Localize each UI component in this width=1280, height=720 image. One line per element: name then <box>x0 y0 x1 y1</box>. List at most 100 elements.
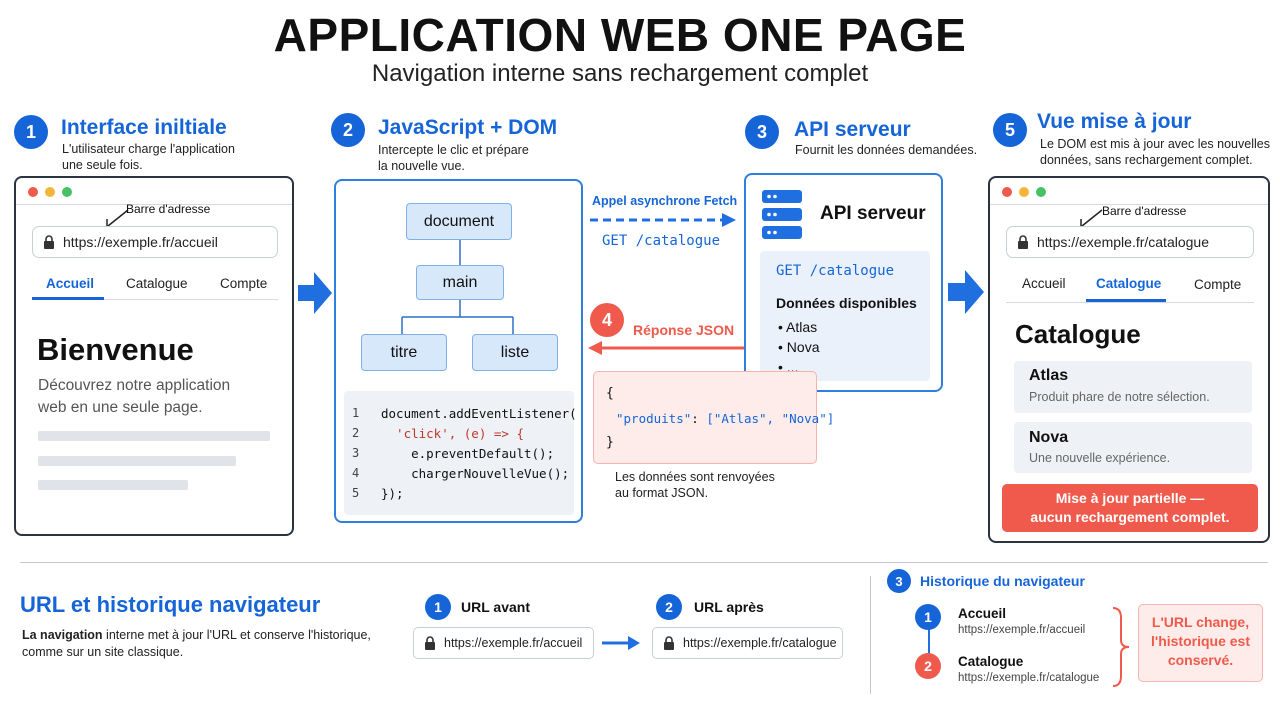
address-bar-url: https://exemple.fr/catalogue <box>1037 234 1209 250</box>
history-entry-number: 1 <box>915 604 941 630</box>
address-bar[interactable]: https://exemple.fr/accueil <box>32 226 278 258</box>
line-number: 2 <box>352 426 360 440</box>
address-bar-label: Barre d'adresse <box>1102 204 1187 218</box>
lock-icon <box>664 636 674 650</box>
api-server-title: API serveur <box>820 203 926 224</box>
url-before-number: 1 <box>425 594 451 620</box>
step-title-1: Interface iniltiale <box>61 116 227 139</box>
product-desc: Une nouvelle expérience. <box>1029 451 1171 465</box>
history-bracket-icon <box>1112 607 1130 687</box>
lock-icon <box>425 636 435 650</box>
code-block: 1 2 3 4 5 document.addEventListener( 'cl… <box>344 391 577 515</box>
line-number: 1 <box>352 406 360 420</box>
flow-arrow-icon <box>948 270 984 314</box>
history-note: L'URL change, l'historique est conservé. <box>1138 604 1263 682</box>
placeholder-line <box>38 456 236 466</box>
fetch-label: Appel asynchrone Fetch <box>592 194 738 208</box>
code-line: chargerNouvelleVue(); <box>381 466 570 481</box>
step-title-5: Vue mise à jour <box>1037 110 1192 133</box>
tab-accueil[interactable]: Accueil <box>46 276 95 291</box>
json-content-line: "produits": ["Atlas", "Nova"] <box>616 411 835 426</box>
lock-icon <box>1018 235 1028 249</box>
step-desc-3: Fournit les données demandées. <box>795 143 978 157</box>
api-data-box: GET /catalogue Données disponibles • Atl… <box>760 251 930 381</box>
window-minimize-dot <box>1019 187 1029 197</box>
tab-catalogue[interactable]: Catalogue <box>126 276 188 291</box>
active-tab-indicator <box>32 297 104 300</box>
tabs-divider <box>1006 302 1254 303</box>
window-maximize-dot <box>62 187 72 197</box>
history-title: Historique du navigateur <box>920 573 1085 589</box>
bottom-section-desc: La navigation interne met à jour l'URL e… <box>22 628 371 659</box>
catalogue-heading: Catalogue <box>1015 319 1141 349</box>
window-close-dot <box>28 187 38 197</box>
api-panel: API serveur GET /catalogue Données dispo… <box>744 173 943 392</box>
address-bar[interactable]: https://exemple.fr/catalogue <box>1006 226 1254 258</box>
window-close-dot <box>1002 187 1012 197</box>
fetch-request: GET /catalogue <box>602 233 721 249</box>
history-entry-url: https://exemple.fr/accueil <box>958 624 1086 636</box>
dom-node-liste: liste <box>472 334 558 371</box>
product-card-atlas[interactable]: Atlas Produit phare de notre sélection. <box>1014 361 1252 413</box>
dom-node-main: main <box>416 265 504 300</box>
step-number-5: 5 <box>993 113 1027 147</box>
active-tab-indicator <box>1086 299 1166 302</box>
titlebar-divider <box>16 204 292 205</box>
line-number: 5 <box>352 486 360 500</box>
server-icon <box>762 190 802 239</box>
tab-catalogue[interactable]: Catalogue <box>1096 276 1162 291</box>
code-line: document.addEventListener( <box>381 406 577 421</box>
dom-node-titre: titre <box>361 334 447 371</box>
browser-window-updated: Barre d'adresse https://exemple.fr/catal… <box>988 176 1270 543</box>
tab-compte[interactable]: Compte <box>1194 277 1242 292</box>
step-number-4: 4 <box>590 303 624 337</box>
product-card-nova[interactable]: Nova Une nouvelle expérience. <box>1014 422 1252 473</box>
page-subtitle: Navigation interne sans rechargement com… <box>371 60 869 87</box>
placeholder-line <box>38 480 188 490</box>
section-divider <box>20 562 1268 563</box>
json-response-box: { "produits": ["Atlas", "Nova"] } <box>593 371 834 464</box>
window-minimize-dot <box>45 187 55 197</box>
request-arrow-icon <box>590 213 736 227</box>
step-number-3: 3 <box>745 115 779 149</box>
address-bar-label: Barre d'adresse <box>126 202 211 216</box>
browser-window-initial: Barre d'adresse https://exemple.fr/accue… <box>14 176 294 536</box>
json-response-label: Réponse JSON <box>633 322 735 338</box>
titlebar-divider <box>990 204 1268 205</box>
flow-arrow-icon <box>298 272 332 314</box>
code-line: 'click', (e) => { <box>381 426 524 441</box>
history-entry-name: Accueil <box>958 606 1007 621</box>
api-data-title: Données disponibles <box>776 295 917 311</box>
step-number-2: 2 <box>331 113 365 147</box>
response-arrow-icon <box>588 341 744 355</box>
url-change-arrow-icon <box>602 636 640 650</box>
code-line: e.preventDefault(); <box>381 446 555 461</box>
bottom-section-title: URL et historique navigateur <box>20 592 321 617</box>
product-name: Nova <box>1029 429 1069 446</box>
address-bar-url: https://exemple.fr/accueil <box>63 234 218 250</box>
url-after-field: https://exemple.fr/catalogue <box>652 627 843 659</box>
url-before-field: https://exemple.fr/accueil <box>413 627 594 659</box>
json-close-brace: } <box>606 435 614 450</box>
lock-icon <box>44 235 54 249</box>
line-number: 4 <box>352 466 360 480</box>
history-timeline-line <box>928 618 930 664</box>
history-entry-name: Catalogue <box>958 654 1024 669</box>
tab-accueil[interactable]: Accueil <box>1022 276 1066 291</box>
tab-compte[interactable]: Compte <box>220 276 268 291</box>
api-data-list: • Atlas • Nova • ... <box>778 319 820 375</box>
welcome-heading: Bienvenue <box>37 332 194 367</box>
step-desc-5: Le DOM est mis à jour avec les nouvelles… <box>1040 137 1270 167</box>
step-title-2: JavaScript + DOM <box>378 116 558 139</box>
page-title: APPLICATION WEB ONE PAGE <box>273 9 967 61</box>
dom-panel: document main titre liste 1 2 3 4 5 docu… <box>334 179 583 523</box>
history-entry-number: 2 <box>915 653 941 679</box>
placeholder-line <box>38 431 270 441</box>
history-entry-url: https://exemple.fr/catalogue <box>958 672 1100 684</box>
json-open-brace: { <box>606 386 614 401</box>
url-before-label: URL avant <box>461 599 530 615</box>
window-maximize-dot <box>1036 187 1046 197</box>
